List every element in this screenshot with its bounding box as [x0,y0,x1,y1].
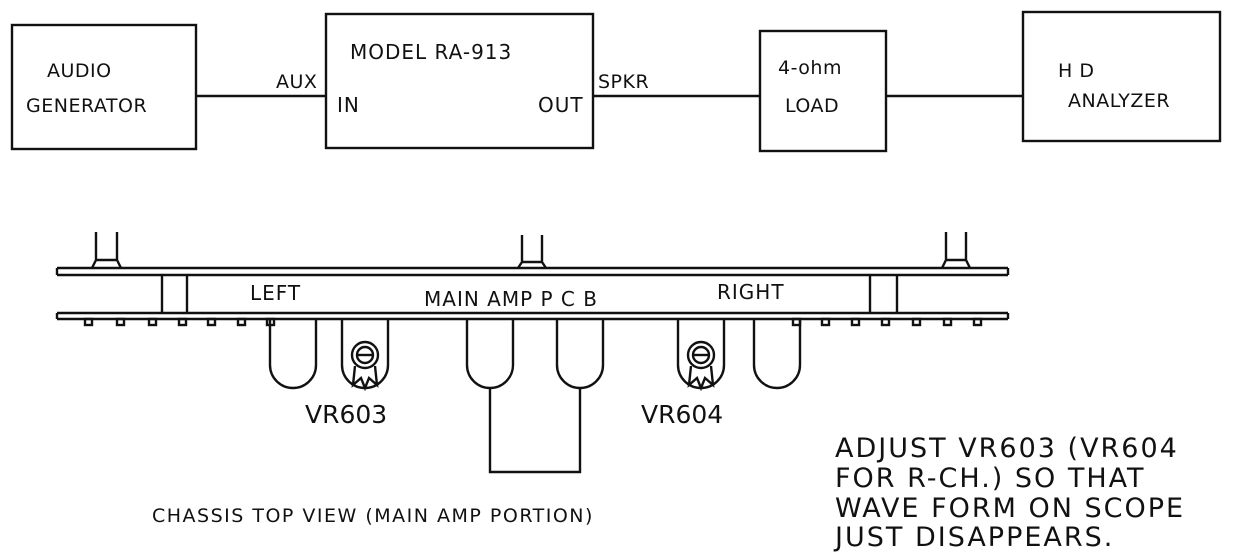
pcb-label: MAIN AMP P C B [424,287,598,311]
hd-analyzer-box [1021,10,1222,143]
connector-left [90,232,123,269]
vr603-label: VR603 [305,400,387,429]
note-line-3: WAVE FORM ON SCOPE [835,493,1185,524]
vr604-label: VR604 [641,400,723,429]
model-out-label: OUT [538,93,584,117]
chassis-caption: CHASSIS TOP VIEW (MAIN AMP PORTION) [152,505,594,527]
vr604-potentiometer [686,340,716,392]
aux-label: AUX [276,71,317,93]
audio-generator-box [10,23,198,151]
transistor-outline [752,319,802,390]
connector-right [940,232,972,269]
spkr-label: SPKR [598,71,649,93]
load-box [758,29,888,153]
audio-generator-label-1: AUDIO [47,60,112,82]
note-line-1: ADJUST VR603 (VR604 [835,433,1179,464]
heatsink-bracket [488,388,582,474]
hd-analyzer-label-2: ANALYZER [1068,90,1170,112]
chassis-view: LEFT MAIN AMP P C B RIGHT VR603 VR604 CH… [55,232,1010,527]
transistor-outline [268,319,318,390]
transistor-outline [555,319,605,390]
note-line-2: FOR R-CH.) SO THAT [835,463,1146,494]
load-label-1: 4-ohm [778,57,842,79]
audio-generator-label-2: GENERATOR [26,95,147,117]
solder-tabs [83,317,983,327]
transistor-outline [340,319,390,390]
model-title: MODEL RA-913 [350,40,512,64]
block-diagram: AUDIO GENERATOR AUX MODEL RA-913 IN OUT … [10,10,1222,153]
load-label-2: LOAD [785,95,839,117]
note-line-4: JUST DISAPPEARS. [833,522,1114,553]
model-ra913-box [324,12,595,150]
hd-analyzer-label-1: H D [1058,60,1094,82]
connector-center [517,235,547,269]
transistor-outline [676,319,726,390]
vr603-potentiometer [350,340,380,392]
adjustment-note: ADJUST VR603 (VR604 FOR R-CH.) SO THAT W… [833,433,1185,553]
left-channel-label: LEFT [250,281,301,305]
transistor-outline [465,319,515,390]
right-channel-label: RIGHT [717,280,785,304]
model-in-label: IN [337,93,360,117]
